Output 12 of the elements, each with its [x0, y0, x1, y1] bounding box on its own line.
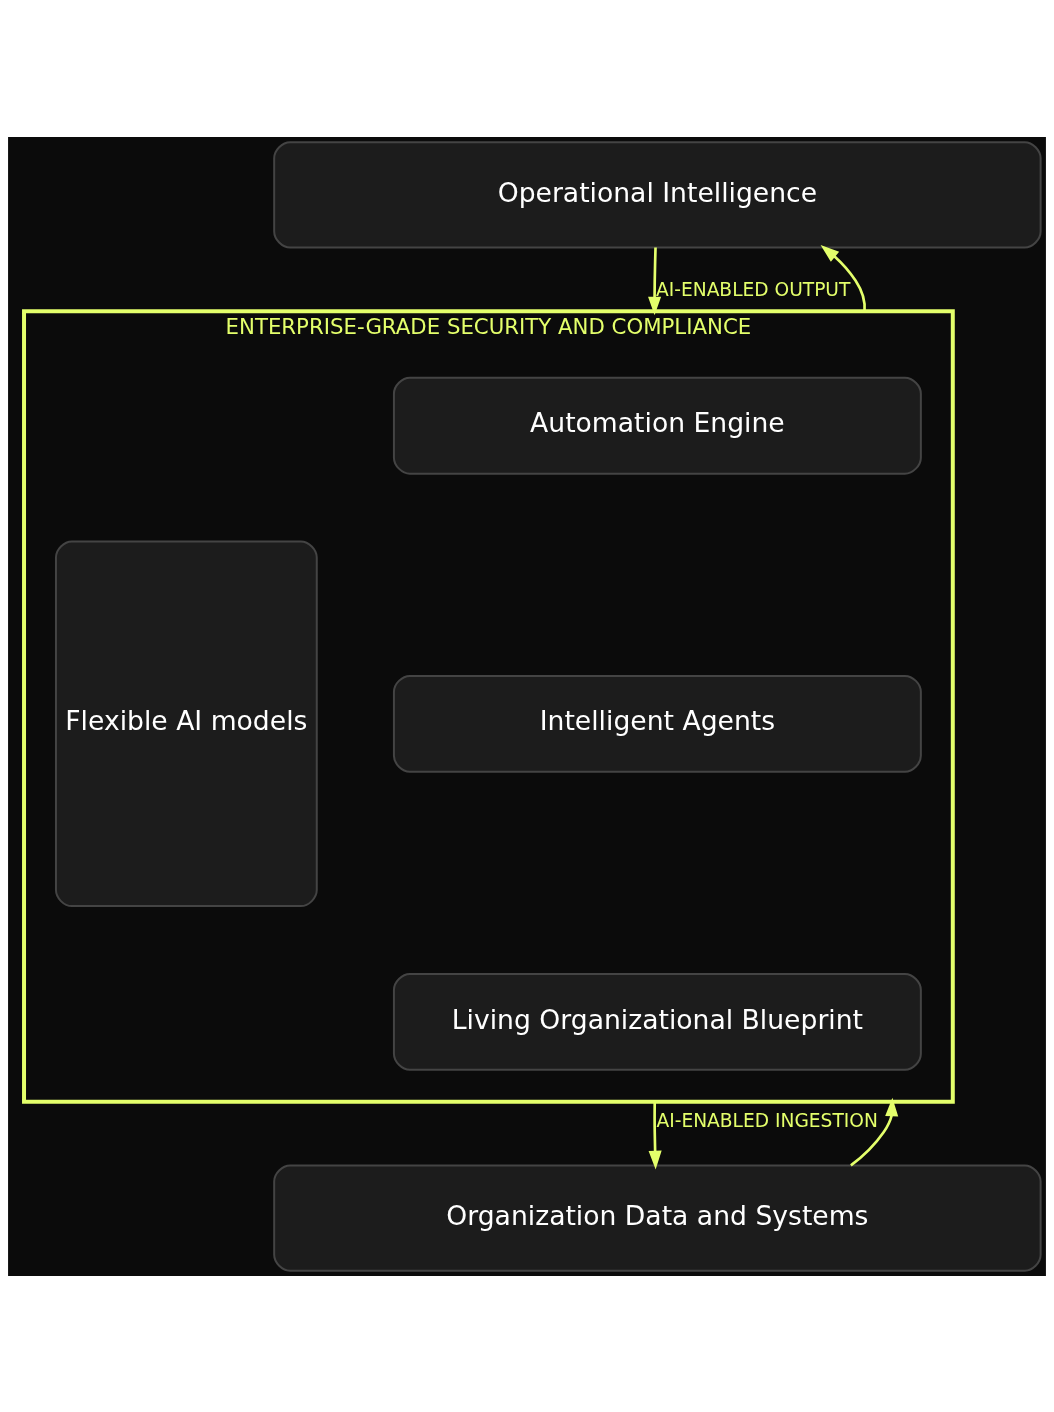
arrow: [648, 247, 662, 315]
node-box: Living Organizational Blueprint: [392, 972, 922, 1071]
node-box: Flexible AI models: [54, 540, 318, 907]
node-box: Operational Intelligence: [273, 140, 1042, 248]
arrow: [648, 1101, 662, 1169]
arrow: [850, 1097, 899, 1166]
edge-label: AI-ENABLED OUTPUT: [656, 278, 851, 300]
node-box: Automation Engine: [392, 376, 922, 475]
node-box: Organization Data and Systems: [273, 1164, 1042, 1272]
node-box: Intelligent Agents: [392, 674, 922, 773]
arrow: [820, 244, 866, 311]
edge-label: AI-ENABLED INGESTION: [656, 1109, 878, 1131]
